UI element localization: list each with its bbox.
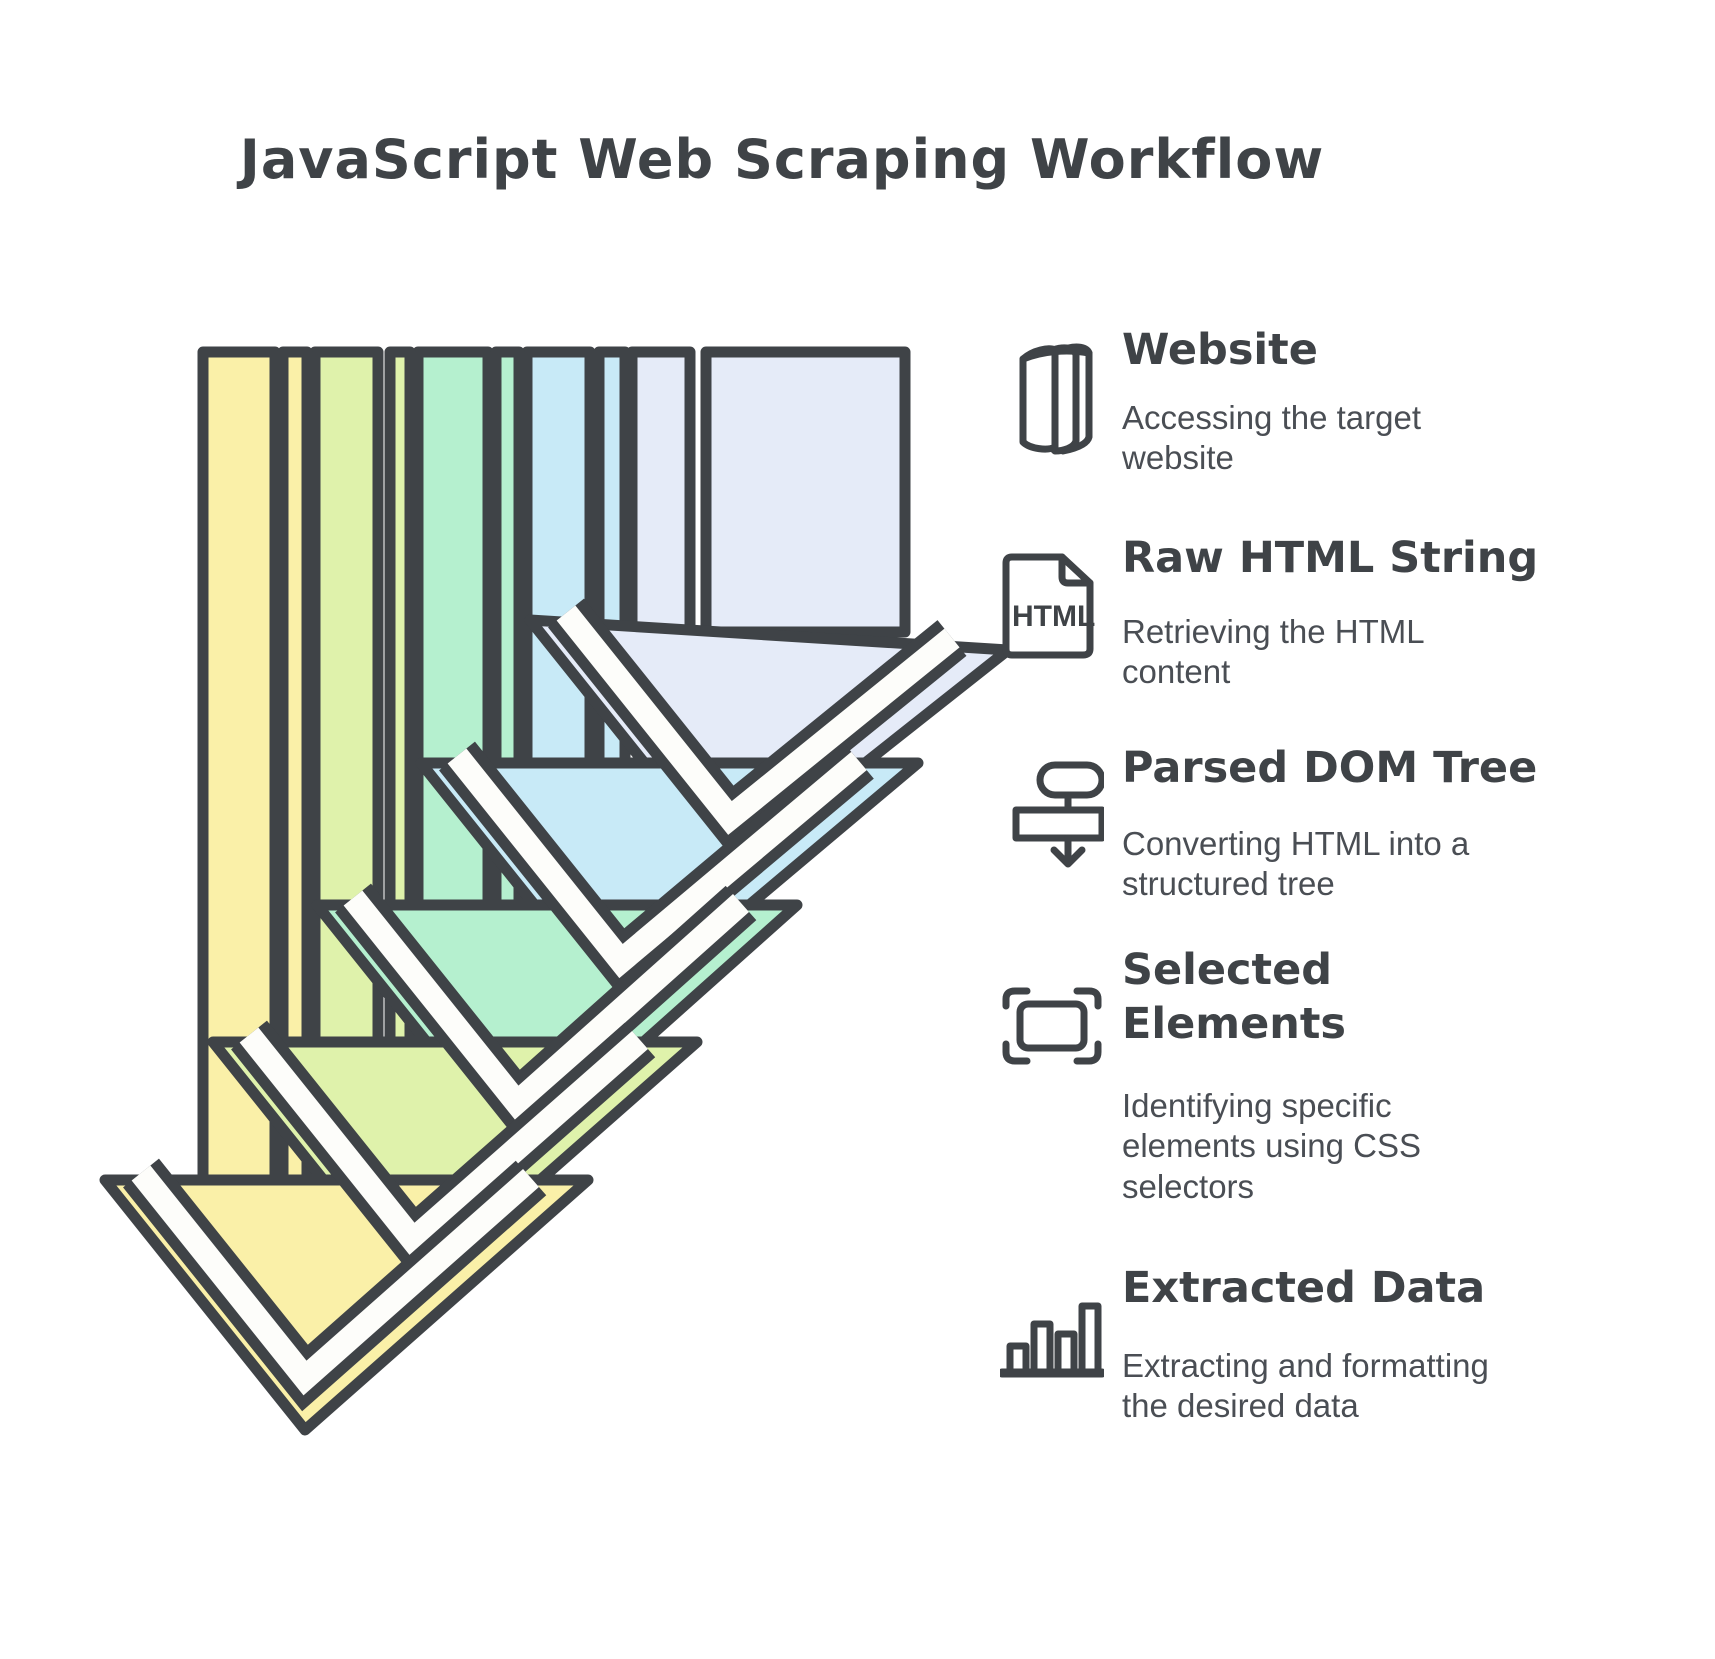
step-website-description: Accessing the target website [1122, 399, 1421, 477]
step-selected-elements-description: Identifying specific elements using CSS … [1122, 1087, 1421, 1205]
page-title: JavaScript Web Scraping Workflow [239, 128, 1325, 191]
arrow-1-chevron [231, 1020, 656, 1274]
arrow-2-chevron [335, 883, 757, 1137]
step-parsed-dom-tree-description: Converting HTML into a structured tree [1122, 825, 1470, 903]
arrow-4-chevron [548, 598, 967, 851]
step-parsed-dom-tree-label: Parsed DOM Tree [1122, 743, 1538, 793]
book-icon [1019, 343, 1093, 455]
step-raw-html-string-description: Retrieving the HTML content [1122, 613, 1424, 691]
selection-frame-icon [1002, 987, 1102, 1065]
html-file-icon-text: HTML [1012, 600, 1095, 633]
arrow-3-chevron [439, 741, 874, 994]
step-extracted-data-label: Extracted Data [1122, 1263, 1486, 1313]
dom-tree-icon [1012, 761, 1104, 868]
step-extracted-data-description: Extracting and formatting the desired da… [1122, 1347, 1489, 1425]
step-website-label: Website [1122, 325, 1318, 375]
arrow-0-chevron [123, 1158, 547, 1412]
step-raw-html-string-label: Raw HTML String [1122, 533, 1539, 583]
arrow-4-tail [626, 346, 911, 638]
html-file-icon: HTML [1002, 553, 1095, 659]
step-selected-elements-label: Selected Elements [1122, 945, 1347, 1049]
bar-chart-icon [1000, 1302, 1104, 1378]
